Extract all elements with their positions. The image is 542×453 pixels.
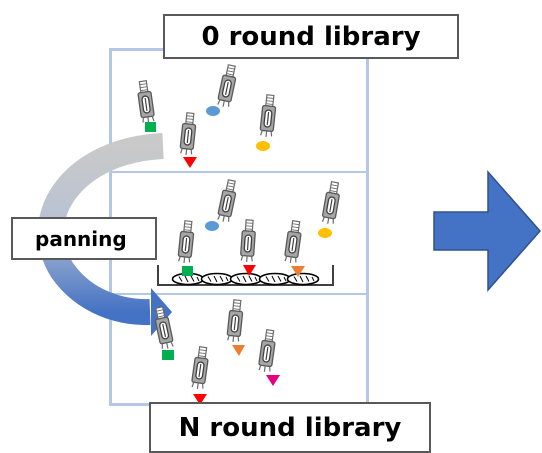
library-title-final-text: N round library bbox=[178, 412, 402, 443]
phage-icon bbox=[239, 218, 257, 276]
right-arrow-icon bbox=[433, 170, 541, 292]
phage-icon bbox=[206, 63, 239, 116]
phage-icon bbox=[176, 219, 196, 276]
target-disc-icon bbox=[200, 272, 234, 286]
target-disc-icon bbox=[229, 272, 263, 286]
target-disc-icon bbox=[258, 272, 292, 286]
phage-icon bbox=[152, 305, 175, 360]
phage-icon bbox=[178, 111, 198, 168]
panning-label-text: panning bbox=[35, 226, 127, 251]
phage-icon bbox=[190, 345, 211, 405]
library-section-panning bbox=[176, 178, 343, 277]
phage-icon bbox=[205, 178, 239, 231]
target-disc-icon bbox=[286, 272, 320, 286]
phage-icon bbox=[225, 298, 245, 356]
phage-icon bbox=[135, 79, 156, 132]
library-title-initial: 0 round library bbox=[163, 14, 459, 59]
library-section-0 bbox=[135, 63, 278, 168]
phage-icon bbox=[257, 328, 280, 386]
phage-icon bbox=[256, 93, 278, 151]
library-title-final: N round library bbox=[149, 402, 431, 453]
library-section-n bbox=[152, 298, 280, 405]
target-discs bbox=[171, 272, 320, 286]
library-title-initial-text: 0 round library bbox=[201, 21, 421, 52]
phage-icon bbox=[283, 219, 305, 277]
phage-icon bbox=[318, 180, 343, 238]
panning-label: panning bbox=[11, 217, 157, 260]
